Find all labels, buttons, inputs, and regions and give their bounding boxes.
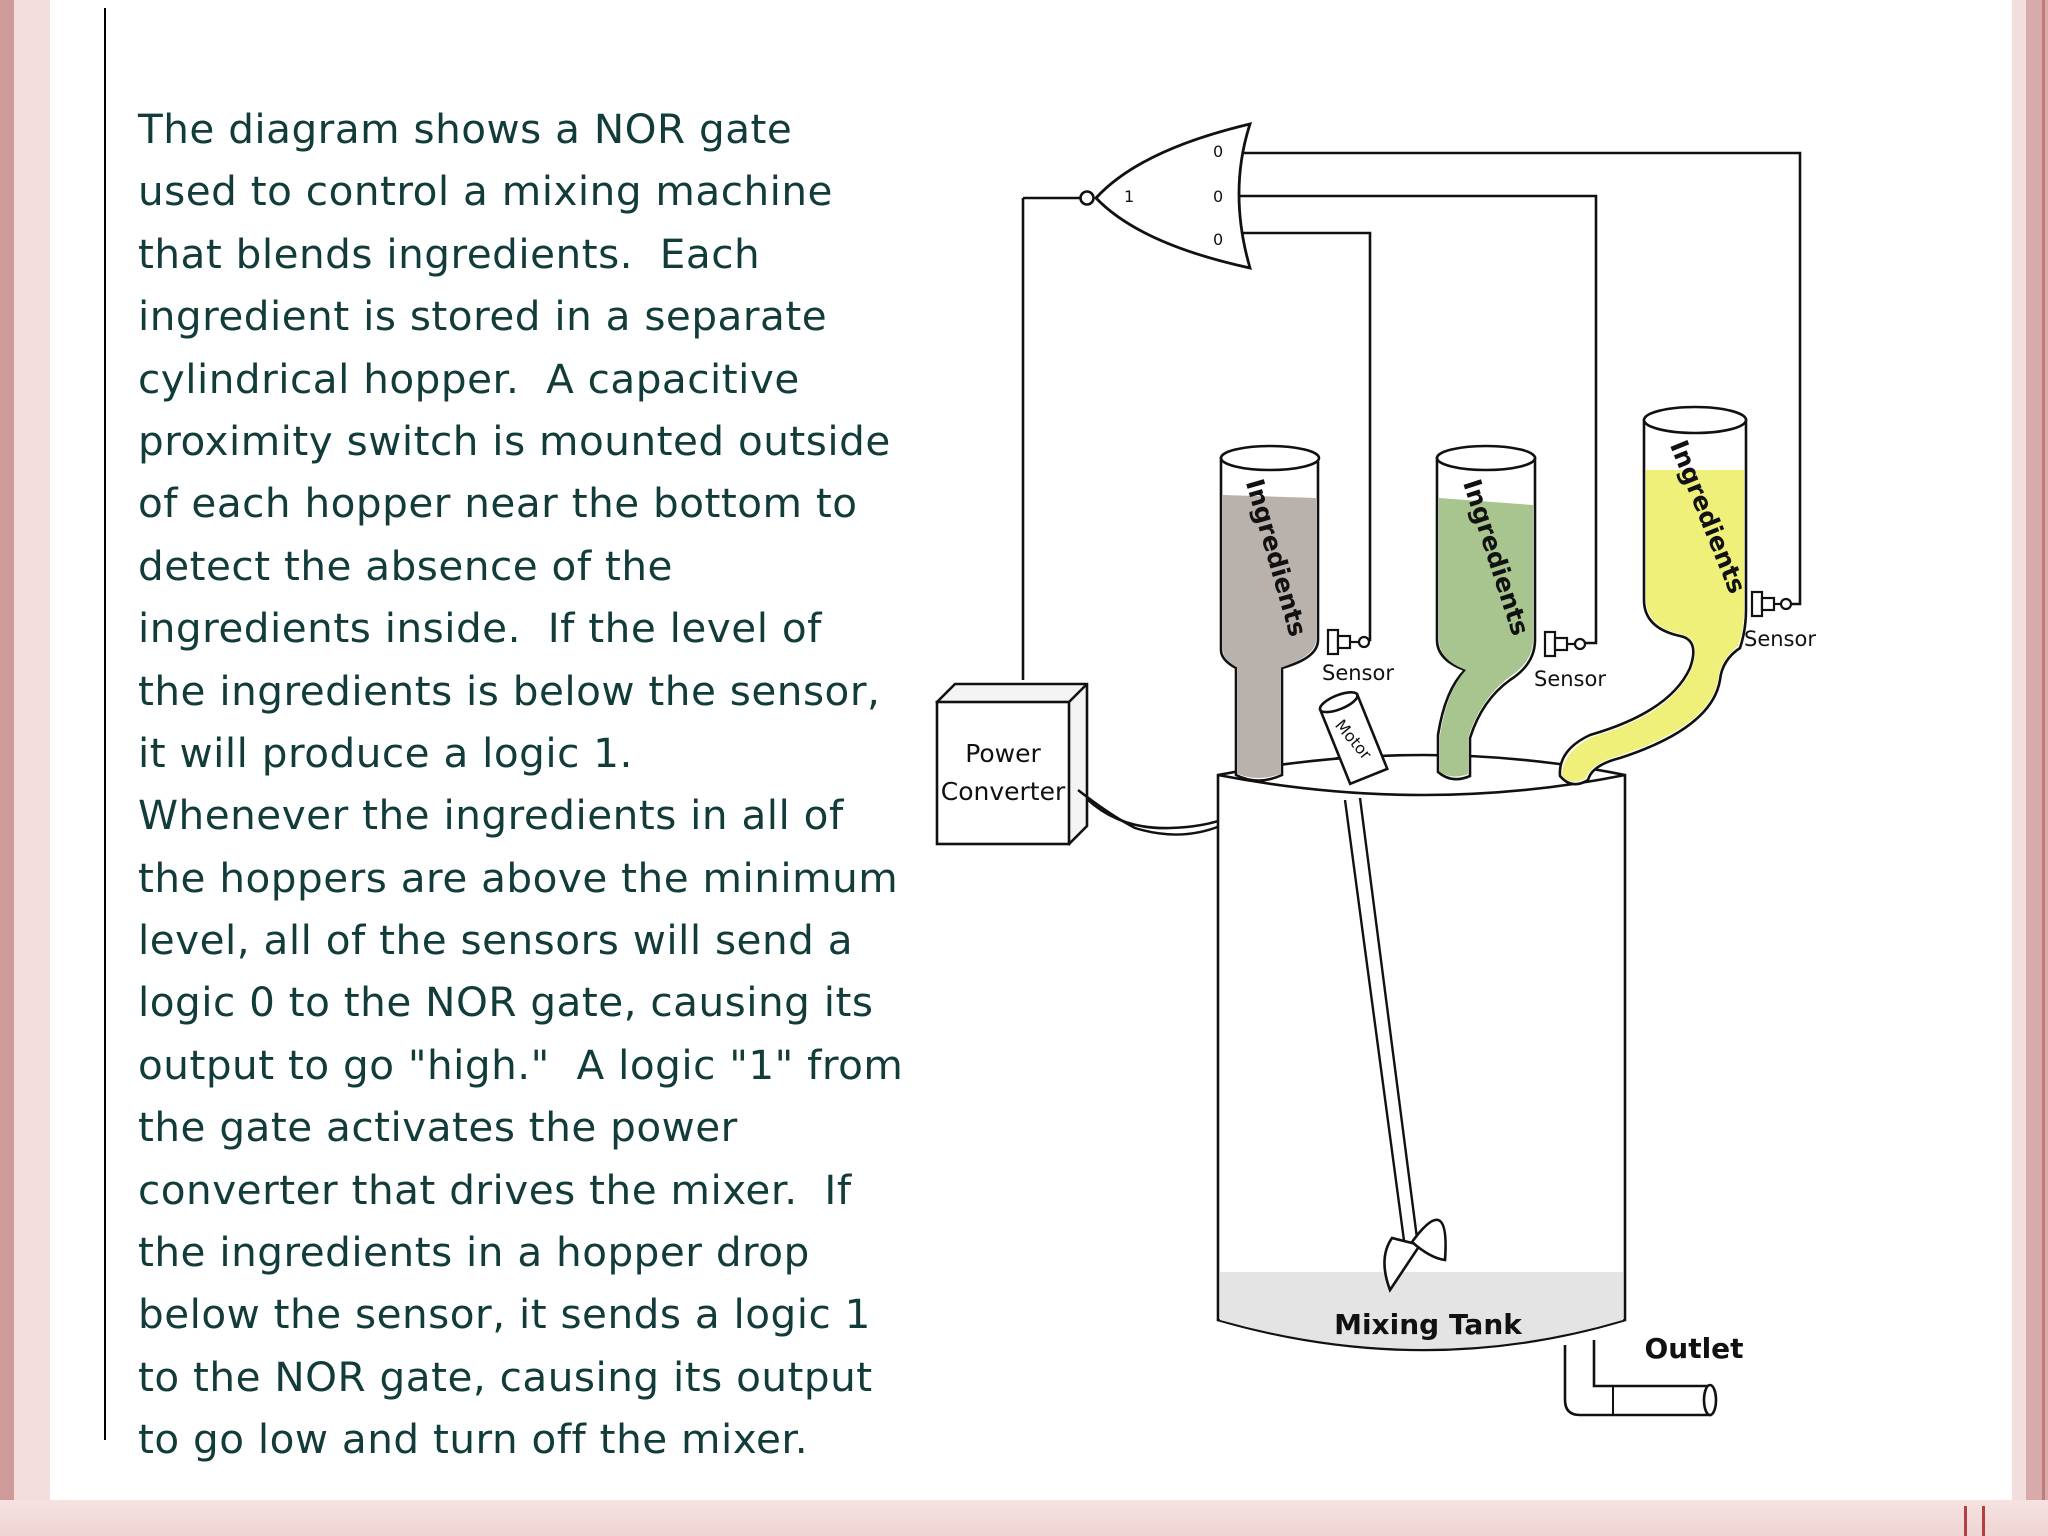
mixing-tank-label: Mixing Tank (1334, 1308, 1523, 1341)
hopper-1-sensor-label: Sensor (1322, 661, 1394, 685)
mixing-tank: Mixing Tank (1216, 753, 1627, 1352)
body-line: ingredient is stored in a separate (138, 292, 828, 341)
hopper-3-fill (1562, 470, 1744, 782)
slide-corner-marks (1960, 1500, 2020, 1536)
body-line: proximity switch is mounted outside (138, 416, 891, 465)
hopper-2-fill (1439, 498, 1533, 777)
hopper-1-fill (1223, 495, 1316, 778)
body-line: to the NOR gate, causing its output (138, 1352, 873, 1401)
body-line: the ingredients in a hopper drop (138, 1228, 810, 1277)
mixer-paddle-left (1383, 1236, 1423, 1293)
body-line: converter that drives the mixer. If (138, 1165, 852, 1214)
slide-bottom-band (0, 1500, 2048, 1536)
hopper-3-sensor-label: Sensor (1744, 627, 1816, 651)
sensor-2-wire (1240, 194, 1598, 645)
gate-input-1-value: 0 (1213, 142, 1223, 161)
body-line: cylindrical hopper. A capacitive (138, 354, 800, 403)
mixer: Motor (1318, 690, 1447, 1293)
slide-left-rule (104, 8, 106, 1440)
body-line: of each hopper near the bottom to (138, 479, 858, 528)
body-line: the hoppers are above the minimum (138, 853, 899, 902)
hopper-1-sensor-icon (1326, 628, 1371, 656)
slide-border-right (2026, 0, 2048, 1536)
hopper-3-sensor-icon (1750, 590, 1793, 618)
body-line: below the sensor, it sends a logic 1 (138, 1290, 871, 1339)
body-line: used to control a mixing machine (138, 167, 833, 216)
slide-border-left (0, 0, 14, 1536)
outlet-pipe: Outlet (1563, 1332, 1744, 1417)
gate-output-value: 1 (1124, 187, 1134, 206)
body-line: ingredients inside. If the level of (138, 604, 822, 653)
sensor-3-wire (1240, 151, 1802, 606)
body-line: level, all of the sensors will send a (138, 916, 854, 965)
tank-contents (1220, 1272, 1623, 1349)
outlet-label: Outlet (1644, 1332, 1743, 1365)
power-converter: Power Converter (935, 682, 1221, 846)
hopper-2-sensor-label: Sensor (1534, 667, 1606, 691)
body-line: detect the absence of the (138, 541, 673, 590)
hopper-2-sensor-icon (1543, 630, 1587, 658)
body-line: it will produce a logic 1. (138, 728, 633, 777)
body-line: the gate activates the power (138, 1103, 738, 1152)
nor-inversion-bubble (1079, 190, 1095, 206)
body-line: logic 0 to the NOR gate, causing its (138, 978, 874, 1027)
hopper-3: Ingredients Sensor (1558, 405, 1816, 786)
body-line: to go low and turn off the mixer. (138, 1415, 809, 1464)
body-line: output to go "high." A logic "1" from (138, 1040, 904, 1089)
converter-label-line1: Power (965, 739, 1041, 768)
body-text: The diagram shows a NOR gate used to con… (138, 98, 978, 1471)
converter-label-line2: Converter (941, 777, 1066, 806)
gate-input-3-value: 0 (1213, 230, 1223, 249)
body-line: The diagram shows a NOR gate (138, 105, 793, 153)
body-line: Whenever the ingredients in all of (138, 791, 844, 840)
hopper-1: Ingredients Sensor (1219, 444, 1394, 782)
hopper-2: Ingredients Sensor (1435, 444, 1606, 781)
gate-input-2-value: 0 (1213, 187, 1223, 206)
body-line: that blends ingredients. Each (138, 229, 761, 278)
body-line: the ingredients is below the sensor, (138, 666, 881, 715)
mixer-paddle-right (1410, 1218, 1447, 1262)
nor-gate: 0 0 0 1 (1079, 122, 1253, 270)
motor: Motor (1318, 690, 1389, 786)
